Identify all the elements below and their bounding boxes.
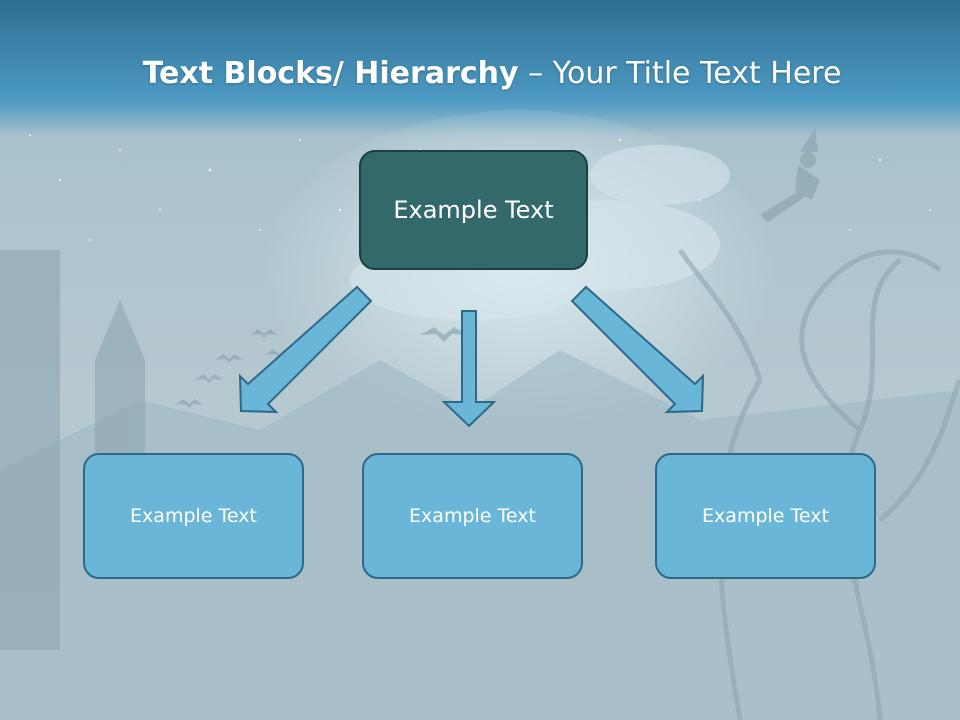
hierarchy-child-label-1: Example Text	[130, 505, 257, 527]
hierarchy-child-label-3: Example Text	[702, 505, 829, 527]
arrow-center	[441, 310, 497, 428]
slide-title-rest: Your Title Text Here	[552, 56, 842, 91]
slide-title-bold: Text Blocks/ Hierarchy	[142, 56, 519, 91]
arrow-right	[570, 285, 705, 414]
slide-title: Text Blocks/ Hierarchy – Your Title Text…	[0, 56, 960, 91]
hierarchy-top-label: Example Text	[393, 196, 554, 224]
hierarchy-child-label-2: Example Text	[409, 505, 536, 527]
arrow-left	[238, 285, 373, 414]
slide-title-separator: –	[518, 56, 553, 91]
hierarchy-top-box: Example Text	[359, 150, 588, 270]
hierarchy-child-box-3: Example Text	[655, 453, 876, 579]
hierarchy-child-box-2: Example Text	[362, 453, 583, 579]
hierarchy-child-box-1: Example Text	[83, 453, 304, 579]
